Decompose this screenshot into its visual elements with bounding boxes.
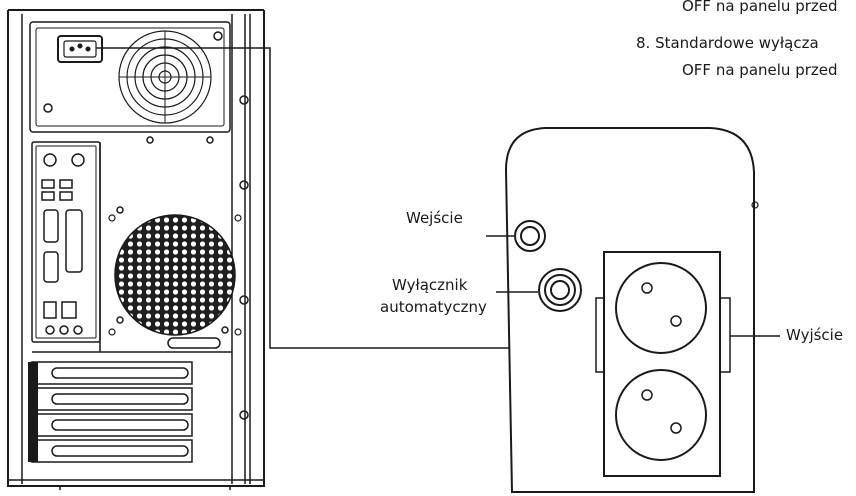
ups-circuit-breaker [538, 268, 582, 312]
label-breaker-line1: Wyłącznik [392, 276, 468, 294]
label-input: Wejście [406, 209, 463, 227]
label-breaker-line2: automatyczny [380, 298, 487, 316]
ups-input-socket [514, 220, 546, 252]
label-output: Wyjście [786, 326, 844, 344]
pc-tower-rear [7, 9, 265, 490]
psu-block [29, 21, 231, 133]
ups-output-panel [603, 251, 721, 477]
power-cable-line [96, 47, 630, 349]
ups-rear [504, 127, 759, 493]
instruction-step-8-line2: OFF na panelu przed [682, 61, 838, 79]
instruction-step-8-line1: 8. Standardowe wyłącza [636, 34, 819, 52]
io-shield [31, 141, 101, 343]
instruction-line-top: OFF na panelu przed [682, 0, 838, 15]
expansion-slots [28, 361, 193, 463]
rear-fan-grille [108, 214, 242, 336]
